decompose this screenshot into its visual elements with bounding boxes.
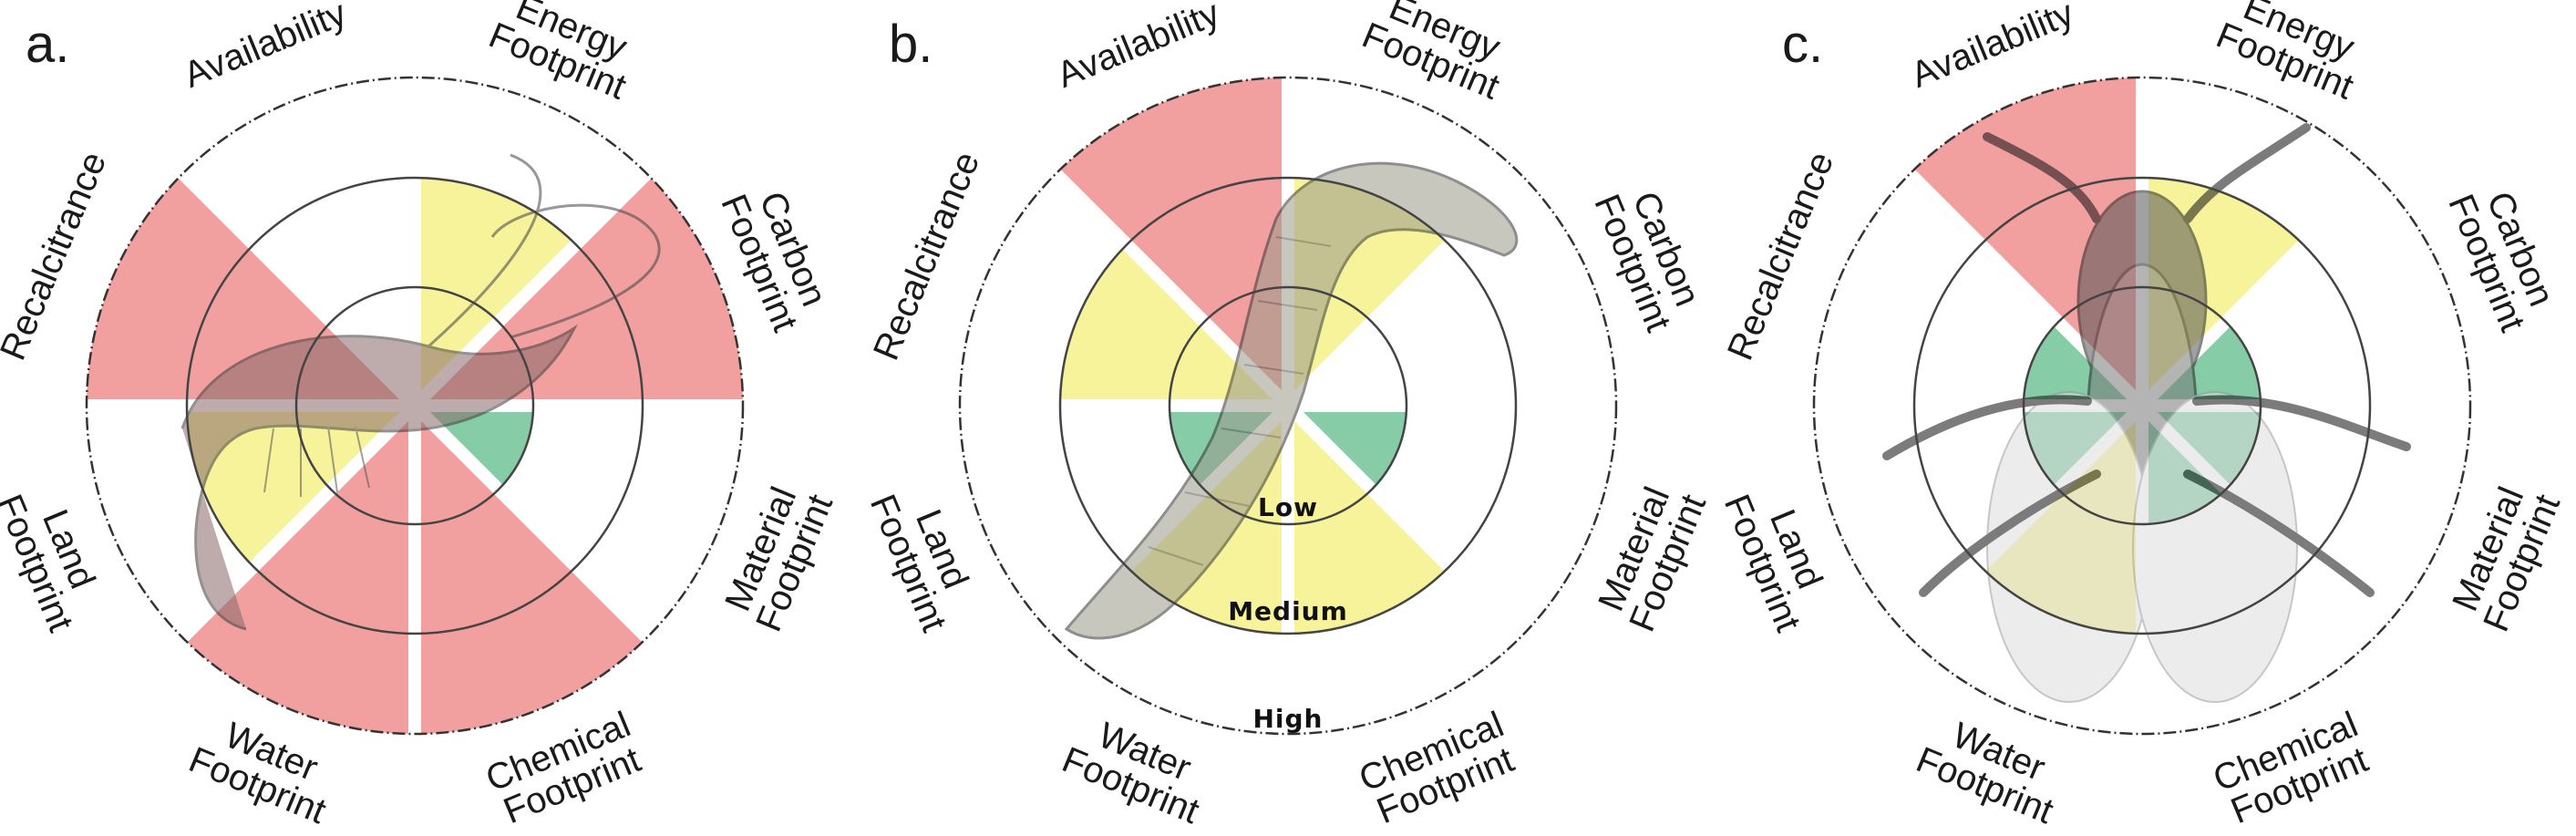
ring-medium xyxy=(1912,176,2372,635)
axis-label-land-footprint: LandFootprint xyxy=(1716,475,1842,637)
axis-label-availability: Availability xyxy=(1905,0,2079,96)
ring-high xyxy=(958,76,1618,736)
level-label-low: Low xyxy=(1258,492,1318,522)
axis-label-material-footprint: MaterialFootprint xyxy=(2442,475,2568,637)
axis-label-material-footprint: MaterialFootprint xyxy=(1588,475,1714,637)
ring-high xyxy=(1812,76,2472,736)
sector-availability xyxy=(1056,77,1288,406)
shrimp-icon xyxy=(180,153,661,631)
panel-c: c. EnergyFootprintCarbonFootprintMateria… xyxy=(1716,0,2568,833)
sector-chemical-footprint xyxy=(1288,406,1449,634)
axis-label-carbon-footprint: CarbonFootprint xyxy=(1586,175,1712,337)
axis-label-availability: Availability xyxy=(178,0,352,96)
axis-label-recalcitrance: Recalcitrance xyxy=(1720,146,1841,366)
axis-label-carbon-footprint: CarbonFootprint xyxy=(713,175,839,337)
sector-separator xyxy=(1283,401,1525,643)
axis-label-material-footprint: MaterialFootprint xyxy=(715,475,840,637)
panel-label-a: a. xyxy=(26,15,69,74)
level-label-medium: Medium xyxy=(1228,596,1348,626)
sector-carbon-footprint xyxy=(415,173,743,406)
level-label-high: High xyxy=(1252,704,1323,734)
rating-sectors xyxy=(86,77,743,734)
panel-a: a. EnergyFootprintCarbonFootprintMateria… xyxy=(0,0,840,833)
axis-label-chemical-footprint: ChemicalFootprint xyxy=(1354,705,1523,833)
ring-high xyxy=(85,76,745,736)
panel-label-b: b. xyxy=(889,15,933,74)
axis-label-land-footprint: LandFootprint xyxy=(0,475,115,637)
fly-icon xyxy=(1882,123,2411,703)
mealworm-icon xyxy=(1064,161,1519,640)
ring-medium xyxy=(1058,176,1518,635)
level-rings xyxy=(1812,76,2472,736)
axis-label-energy-footprint: EnergyFootprint xyxy=(2210,0,2373,108)
sector-water-footprint xyxy=(182,406,415,734)
axis-label-energy-footprint: EnergyFootprint xyxy=(483,0,645,108)
axis-label-energy-footprint: EnergyFootprint xyxy=(1356,0,1519,108)
axis-label-availability: Availability xyxy=(1051,0,1225,96)
ring-low xyxy=(294,285,535,526)
level-rings xyxy=(958,76,1618,736)
axis-label-water-footprint: WaterFootprint xyxy=(1911,706,2073,831)
axis-label-land-footprint: LandFootprint xyxy=(862,475,988,637)
axis-label-chemical-footprint: ChemicalFootprint xyxy=(2208,705,2377,833)
sector-recalcitrance xyxy=(1060,244,1288,406)
ring-low xyxy=(2022,285,2262,526)
panel-b: b. EnergyFootprintCarbonFootprintMateria… xyxy=(862,0,1714,833)
axis-label-chemical-footprint: ChemicalFootprint xyxy=(480,705,650,833)
panel-label-c: c. xyxy=(1782,15,1823,74)
axis-label-recalcitrance: Recalcitrance xyxy=(866,146,987,366)
ring-medium xyxy=(185,176,644,635)
axis-label-water-footprint: WaterFootprint xyxy=(1056,706,1219,831)
sector-energy-footprint xyxy=(415,178,576,406)
sector-separator xyxy=(410,401,652,643)
ring-low xyxy=(1168,285,1408,526)
axis-label-carbon-footprint: CarbonFootprint xyxy=(2440,175,2566,337)
level-rings xyxy=(85,76,745,736)
axis-label-water-footprint: WaterFootprint xyxy=(183,706,345,831)
sector-chemical-footprint xyxy=(415,406,647,734)
